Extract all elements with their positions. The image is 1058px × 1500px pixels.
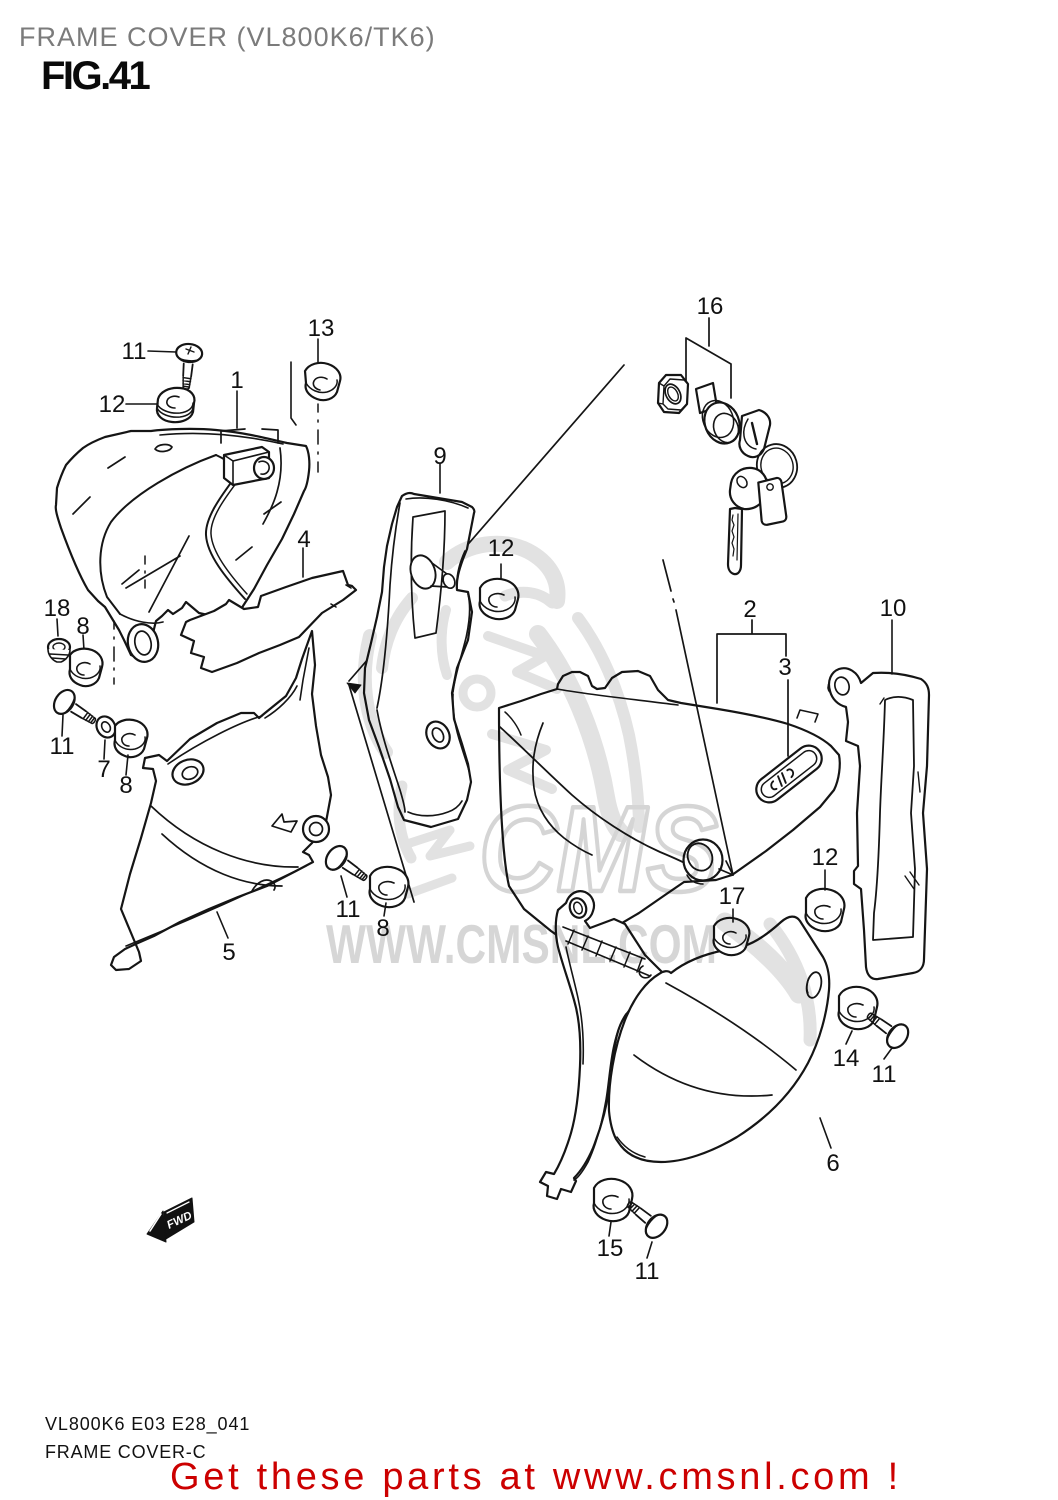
svg-text:18: 18 bbox=[44, 595, 71, 622]
svg-text:5: 5 bbox=[222, 939, 235, 966]
svg-text:13: 13 bbox=[308, 315, 335, 342]
svg-text:11: 11 bbox=[336, 896, 361, 923]
svg-text:8: 8 bbox=[119, 772, 132, 799]
svg-text:2: 2 bbox=[743, 596, 756, 623]
svg-text:17: 17 bbox=[719, 883, 746, 910]
svg-text:12: 12 bbox=[812, 844, 839, 871]
svg-text:12: 12 bbox=[99, 391, 126, 418]
svg-text:1: 1 bbox=[230, 367, 243, 394]
svg-text:9: 9 bbox=[433, 443, 446, 470]
svg-text:6: 6 bbox=[826, 1150, 839, 1177]
svg-text:15: 15 bbox=[597, 1235, 624, 1262]
svg-text:14: 14 bbox=[833, 1045, 860, 1072]
svg-text:CMS: CMS bbox=[479, 781, 718, 917]
svg-text:11: 11 bbox=[122, 338, 147, 365]
svg-text:WWW.CMSNL.COM: WWW.CMSNL.COM bbox=[326, 913, 717, 975]
svg-text:11: 11 bbox=[50, 733, 75, 760]
svg-text:8: 8 bbox=[76, 613, 89, 640]
svg-text:11: 11 bbox=[635, 1258, 660, 1285]
svg-text:3: 3 bbox=[778, 654, 791, 681]
svg-text:11: 11 bbox=[872, 1061, 897, 1088]
svg-text:8: 8 bbox=[376, 915, 389, 942]
svg-text:10: 10 bbox=[880, 595, 907, 622]
svg-text:16: 16 bbox=[697, 293, 724, 320]
svg-text:4: 4 bbox=[297, 526, 310, 553]
svg-text:7: 7 bbox=[97, 756, 110, 783]
